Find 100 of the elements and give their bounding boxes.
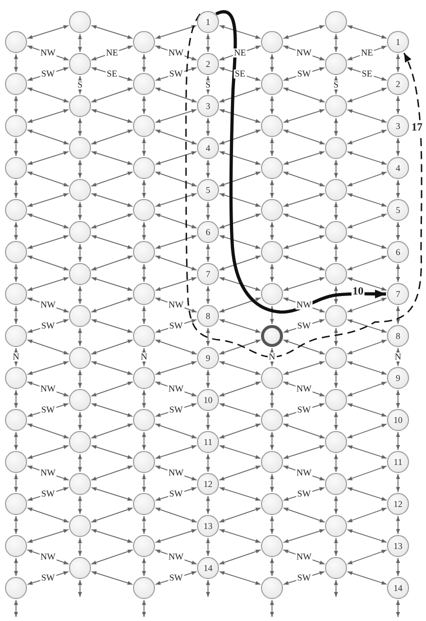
double-arrow bbox=[14, 138, 18, 156]
double-arrow bbox=[346, 382, 388, 396]
double-arrow bbox=[78, 160, 82, 178]
double-arrow bbox=[90, 255, 134, 271]
double-arrow bbox=[26, 213, 70, 229]
double-arrow bbox=[396, 264, 400, 282]
node-circle bbox=[133, 577, 155, 599]
node-circle bbox=[325, 347, 347, 369]
numbered-node-circle: 8 bbox=[387, 325, 409, 347]
node-circle bbox=[133, 115, 155, 137]
double-arrow bbox=[26, 129, 70, 145]
edge-label: SW bbox=[40, 490, 56, 498]
node-circle bbox=[5, 31, 27, 53]
edge-label: NW bbox=[40, 468, 56, 478]
edge-label: SW bbox=[40, 70, 56, 78]
double-arrow bbox=[396, 306, 400, 324]
double-arrow bbox=[91, 151, 133, 165]
node-circle bbox=[69, 179, 91, 201]
double-arrow bbox=[206, 580, 210, 598]
double-arrow bbox=[218, 255, 262, 271]
edge-label: S bbox=[332, 80, 340, 90]
double-arrow bbox=[283, 25, 325, 39]
double-arrow bbox=[270, 600, 274, 618]
double-arrow bbox=[206, 160, 210, 178]
node-circle bbox=[261, 367, 283, 389]
node-circle bbox=[5, 157, 27, 179]
double-arrow bbox=[206, 286, 210, 304]
edge-label: NE bbox=[233, 48, 247, 58]
node-circle bbox=[5, 199, 27, 221]
node-circle bbox=[5, 409, 27, 431]
double-arrow bbox=[218, 549, 262, 565]
double-arrow bbox=[14, 390, 18, 408]
double-arrow bbox=[14, 306, 18, 324]
double-arrow bbox=[346, 235, 388, 249]
double-arrow bbox=[14, 600, 18, 618]
node-circle bbox=[325, 389, 347, 411]
edge-label: NW bbox=[168, 300, 184, 310]
double-arrow bbox=[219, 361, 261, 375]
double-arrow bbox=[346, 466, 388, 480]
double-arrow bbox=[346, 172, 388, 186]
edge-label: SE bbox=[234, 70, 246, 78]
double-arrow bbox=[14, 474, 18, 492]
double-arrow bbox=[154, 171, 198, 187]
double-arrow bbox=[270, 306, 274, 324]
double-arrow bbox=[334, 370, 338, 388]
double-arrow bbox=[90, 129, 134, 145]
edge-label: SW bbox=[296, 322, 312, 330]
numbered-node-circle: 7 bbox=[197, 263, 219, 285]
double-arrow bbox=[154, 423, 198, 439]
double-arrow bbox=[155, 445, 197, 459]
double-arrow bbox=[270, 390, 274, 408]
edge-label: NE bbox=[105, 48, 119, 58]
numbered-node-circle: 11 bbox=[387, 451, 409, 473]
numbered-node-circle: 5 bbox=[197, 179, 219, 201]
double-arrow bbox=[14, 222, 18, 240]
double-arrow bbox=[346, 151, 388, 165]
edge-label: SW bbox=[168, 322, 184, 330]
double-arrow bbox=[218, 213, 262, 229]
node-circle bbox=[133, 325, 155, 347]
node-circle bbox=[5, 493, 27, 515]
node-circle bbox=[69, 515, 91, 537]
double-arrow bbox=[27, 445, 69, 459]
double-arrow bbox=[346, 25, 388, 39]
node-circle bbox=[69, 221, 91, 243]
double-arrow bbox=[218, 507, 262, 523]
numbered-node-circle: 13 bbox=[387, 535, 409, 557]
double-arrow bbox=[346, 130, 388, 144]
double-arrow bbox=[26, 507, 70, 523]
node-circle bbox=[261, 493, 283, 515]
double-arrow bbox=[346, 88, 388, 102]
edge-label: SW bbox=[296, 406, 312, 414]
edge-label: SW bbox=[296, 70, 312, 78]
double-arrow bbox=[334, 328, 338, 346]
double-arrow bbox=[346, 508, 388, 522]
node-circle bbox=[325, 557, 347, 579]
double-arrow bbox=[90, 213, 134, 229]
highlighted-node-circle bbox=[261, 325, 283, 347]
double-arrow bbox=[218, 339, 262, 355]
double-arrow bbox=[154, 87, 198, 103]
double-arrow bbox=[396, 432, 400, 450]
double-arrow bbox=[219, 151, 261, 165]
edge-label: NW bbox=[40, 48, 56, 58]
double-arrow bbox=[283, 109, 325, 123]
double-arrow bbox=[154, 255, 198, 271]
double-arrow bbox=[155, 529, 197, 543]
double-arrow bbox=[90, 87, 134, 103]
double-arrow bbox=[396, 138, 400, 156]
double-arrow bbox=[154, 507, 198, 523]
double-arrow bbox=[218, 129, 262, 145]
double-arrow bbox=[91, 319, 133, 333]
double-arrow bbox=[206, 202, 210, 220]
edge-label: S bbox=[76, 80, 84, 90]
double-arrow bbox=[346, 109, 388, 123]
node-circle bbox=[261, 409, 283, 431]
double-arrow bbox=[78, 580, 82, 598]
double-arrow bbox=[91, 361, 133, 375]
double-arrow bbox=[270, 222, 274, 240]
double-arrow bbox=[219, 529, 261, 543]
double-arrow bbox=[90, 423, 134, 439]
double-arrow bbox=[14, 180, 18, 198]
